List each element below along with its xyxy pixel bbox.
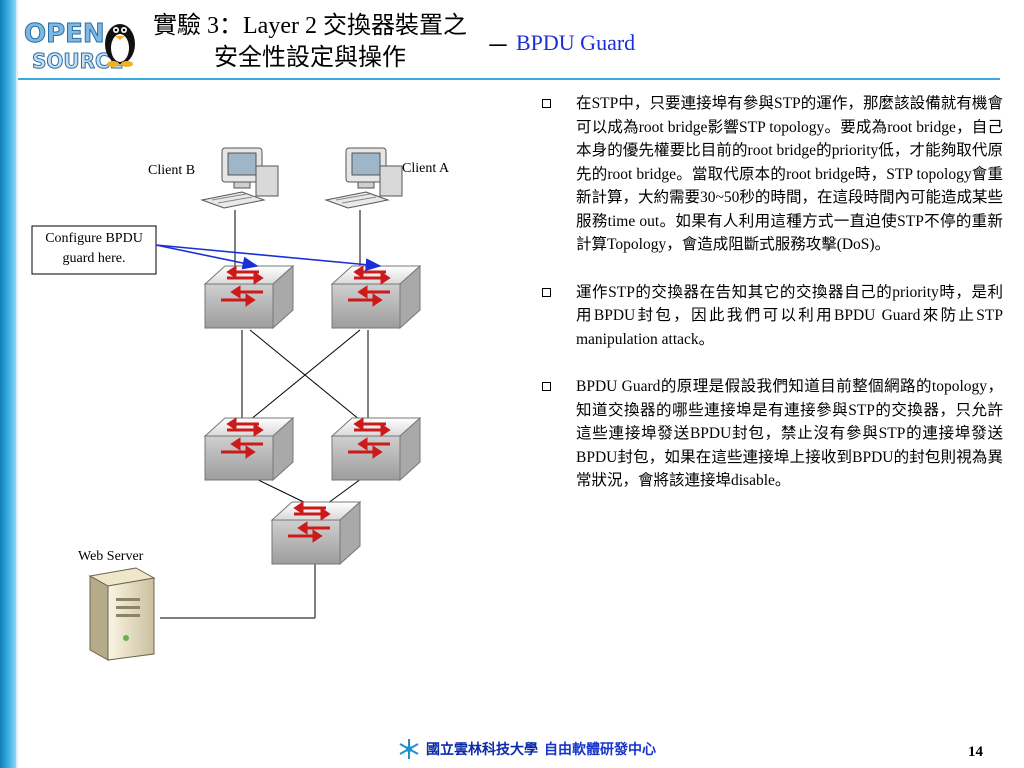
footer-university: 國立雲林科技大學 bbox=[426, 742, 538, 758]
snowflake-logo-icon bbox=[399, 739, 419, 759]
page-number: 14 bbox=[968, 744, 983, 760]
web-server-icon bbox=[88, 567, 156, 661]
distribution-switch-left-icon bbox=[203, 416, 295, 482]
callout-text: Configure BPDU guard here. bbox=[45, 231, 143, 266]
client-a-pc-icon bbox=[325, 147, 403, 209]
header-rule bbox=[18, 78, 1000, 80]
title-dash: － bbox=[486, 34, 510, 60]
client-b-pc-icon bbox=[201, 147, 279, 209]
web-server-label: Web Server bbox=[78, 549, 144, 564]
open-source-logo: OPEN SOURCE bbox=[22, 8, 142, 74]
square-bullet-icon bbox=[542, 99, 551, 108]
client-a-label: Client A bbox=[402, 161, 450, 176]
square-bullet-icon bbox=[542, 382, 551, 391]
bullet-item: 運作STP的交換器在告知其它的交換器自己的priority時，是利用BPDU封包… bbox=[538, 281, 1003, 352]
footer: 國立雲林科技大學 自由軟體研發中心 bbox=[0, 738, 1024, 768]
bullet-text: BPDU Guard的原理是假設我們知道目前整個網路的topology，知道交換… bbox=[576, 378, 1003, 489]
network-diagram: Client B Client A Configure BPDU guard h… bbox=[20, 90, 520, 690]
bullet-list: 在STP中，只要連接埠有參與STP的運作，那麼該設備就有機會可以成為root b… bbox=[538, 92, 1003, 517]
client-b-label: Client B bbox=[148, 163, 195, 178]
access-switch-right-icon bbox=[330, 264, 422, 330]
bullet-text: 運作STP的交換器在告知其它的交換器自己的priority時，是利用BPDU封包… bbox=[576, 283, 1003, 348]
bullet-item: 在STP中，只要連接埠有參與STP的運作，那麼該設備就有機會可以成為root b… bbox=[538, 92, 1003, 257]
core-switch-icon bbox=[270, 500, 362, 566]
connection-lines bbox=[160, 210, 369, 619]
square-bullet-icon bbox=[542, 287, 551, 297]
access-switch-left-icon bbox=[203, 264, 295, 330]
penguin-icon bbox=[105, 24, 135, 67]
callout-arrows bbox=[155, 244, 382, 272]
bullet-text: 在STP中，只要連接埠有參與STP的運作，那麼該設備就有機會可以成為root b… bbox=[576, 95, 1003, 253]
page-title: 實驗 3：Layer 2 交換器裝置之安全性設定與操作 bbox=[153, 13, 467, 71]
page-subtitle: BPDU Guard bbox=[516, 30, 636, 55]
footer-center: 自由軟體研發中心 bbox=[544, 742, 656, 758]
distribution-switch-right-icon bbox=[330, 416, 422, 482]
bullet-item: BPDU Guard的原理是假設我們知道目前整個網路的topology，知道交換… bbox=[538, 375, 1003, 493]
logo-text-top: OPEN bbox=[24, 19, 105, 49]
left-accent-band bbox=[0, 0, 18, 768]
callout-box bbox=[31, 225, 157, 275]
